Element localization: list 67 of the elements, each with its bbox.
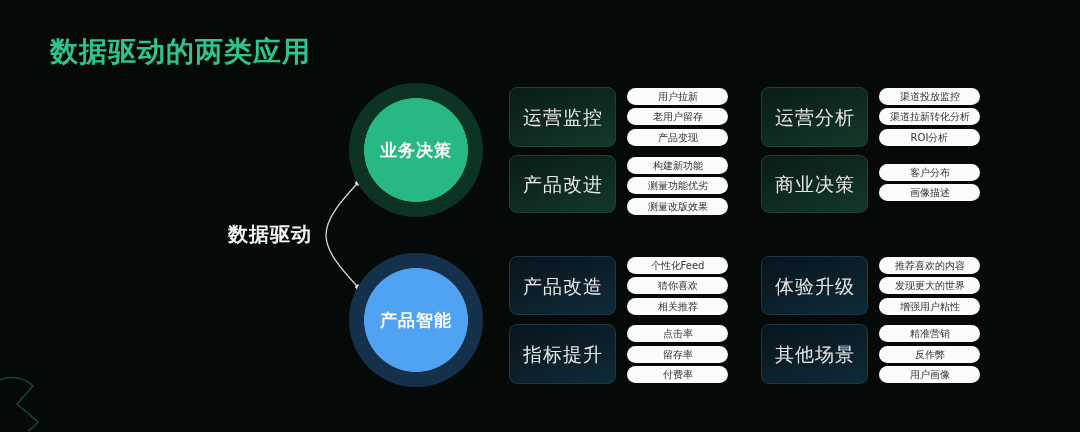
curved-connector bbox=[325, 180, 361, 290]
tag-pill bbox=[879, 129, 980, 146]
category-title: 产品改造 bbox=[522, 273, 603, 298]
tag-pill bbox=[627, 366, 728, 383]
tag-text: 老用户留存 bbox=[652, 110, 703, 123]
tag-pill bbox=[627, 298, 728, 315]
category-title: 体验升级 bbox=[774, 273, 855, 298]
tag-pill bbox=[627, 257, 728, 274]
tag-pill bbox=[627, 277, 728, 294]
tag-pill bbox=[879, 346, 980, 363]
category-card bbox=[509, 87, 616, 147]
tag-text: 点击率 bbox=[662, 327, 693, 340]
tag-text: 相关推荐 bbox=[657, 300, 698, 313]
tag-pill bbox=[627, 346, 728, 363]
circle-label: 业务决策 bbox=[380, 139, 452, 161]
category-card bbox=[761, 87, 868, 147]
tag-pill bbox=[627, 157, 728, 174]
side-label: 数据驱动 bbox=[228, 221, 312, 247]
tag-pill bbox=[879, 257, 980, 274]
tag-text: 用户拉新 bbox=[657, 90, 698, 103]
tag-text: 反作弊 bbox=[914, 348, 945, 361]
tag-text: 画像描述 bbox=[909, 186, 950, 199]
tag-pill bbox=[627, 108, 728, 125]
tag-pill bbox=[627, 325, 728, 342]
tag-text: 推荐喜欢的内容 bbox=[894, 259, 965, 272]
category-title: 运营分析 bbox=[774, 105, 855, 129]
tag-pill bbox=[879, 277, 980, 294]
tag-text: 用户画像 bbox=[909, 368, 950, 381]
category-card bbox=[509, 155, 616, 213]
tag-text: 留存率 bbox=[662, 348, 693, 361]
category-card bbox=[509, 256, 616, 315]
category-title: 指标提升 bbox=[522, 342, 603, 366]
category-card bbox=[761, 324, 868, 384]
tag-text: 渠道投放监控 bbox=[899, 90, 960, 103]
circle-label: 产品智能 bbox=[380, 309, 452, 331]
category-title: 商业决策 bbox=[774, 172, 855, 196]
tag-pill bbox=[627, 177, 728, 194]
tag-pill bbox=[879, 325, 980, 342]
category-title: 运营监控 bbox=[522, 105, 603, 129]
tag-pill bbox=[627, 198, 728, 215]
tag-text: ROI分析 bbox=[910, 131, 949, 144]
category-title: 产品改进 bbox=[522, 172, 603, 196]
tag-text: 增强用户粘性 bbox=[899, 300, 960, 313]
tag-pill bbox=[627, 129, 728, 146]
tag-text: 测量功能优劣 bbox=[647, 179, 708, 192]
tag-text: 猜你喜欢 bbox=[657, 279, 698, 292]
tag-text: 个性化Feed bbox=[650, 259, 705, 272]
category-card bbox=[761, 155, 868, 213]
tag-text: 产品变现 bbox=[657, 131, 698, 144]
title: 数据驱动的两类应用 bbox=[50, 34, 311, 70]
tag-pill bbox=[879, 164, 980, 181]
category-card bbox=[509, 324, 616, 384]
tag-pill bbox=[879, 184, 980, 201]
tag-pill bbox=[627, 88, 728, 105]
tag-pill bbox=[879, 108, 980, 125]
tag-text: 客户分布 bbox=[909, 166, 950, 179]
tag-text: 付费率 bbox=[662, 368, 693, 381]
tag-text: 测量改版效果 bbox=[647, 200, 708, 213]
tag-text: 渠道拉新转化分析 bbox=[889, 110, 970, 123]
tag-pill bbox=[879, 298, 980, 315]
tag-text: 发现更大的世界 bbox=[894, 279, 965, 292]
tag-pill bbox=[879, 366, 980, 383]
tag-text: 精准营销 bbox=[909, 327, 950, 340]
category-card bbox=[761, 256, 868, 315]
category-title: 其他场景 bbox=[774, 342, 855, 366]
tag-pill bbox=[879, 88, 980, 105]
tag-text: 构建新功能 bbox=[652, 159, 703, 172]
